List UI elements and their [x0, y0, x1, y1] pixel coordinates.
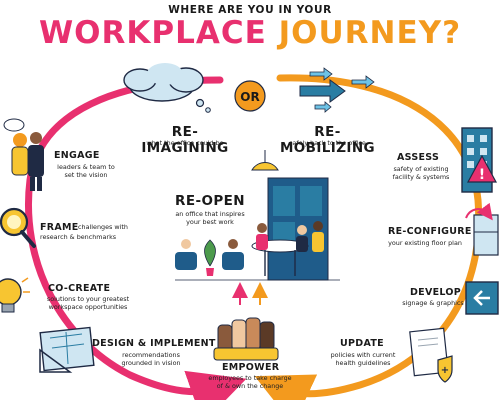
reopen-subtitle-line2: your best work — [186, 218, 234, 226]
warning-icon: ! — [466, 154, 498, 183]
svg-text:!: ! — [479, 167, 485, 183]
reimagining-subtitle: what the office could be — [146, 139, 224, 147]
lightbulb-icon — [0, 277, 30, 313]
magnifier-icon — [0, 207, 36, 248]
step-update-line2: health guidelines — [335, 359, 391, 367]
page-title: WORKPLACE JOURNEY? — [0, 15, 500, 51]
document-shield-icon: + — [409, 327, 453, 383]
svg-text:+: + — [441, 365, 449, 376]
step-cocreate-line2: workspace opportunities — [48, 303, 128, 311]
reimagining-title: RE-IMAGINING — [141, 124, 229, 156]
step-frame-title: FRAME — [40, 222, 79, 233]
step-design-title: DESIGN & IMPLEMENT — [92, 338, 216, 349]
reopen-title: RE-OPEN — [175, 193, 245, 209]
step-assess-line1: safety of existing — [393, 165, 449, 173]
remobilizing-title: RE-MOBILIZING — [279, 124, 376, 156]
right-loop-arc — [254, 74, 483, 400]
team-people-icon — [3, 118, 44, 191]
step-develop-title: DEVELOP — [410, 287, 462, 298]
title-part-workplace: WORKPLACE — [38, 15, 267, 51]
raised-fists-icon — [213, 317, 279, 361]
step-assess-title: ASSESS — [397, 152, 440, 163]
step-update-line1: policies with current — [330, 351, 396, 359]
step-frame-line2: research & benchmarks — [40, 233, 117, 241]
center-arrows-icon — [232, 282, 268, 305]
step-design-line2: grounded in vision — [121, 359, 181, 367]
step-reconfigure-title: RE-CONFIGURE — [388, 226, 472, 237]
blueprint-icon — [39, 326, 95, 373]
header-kicker: WHERE ARE YOU IN YOUR — [168, 4, 332, 16]
step-design-line1: recommendations — [122, 351, 180, 359]
step-update-title: UPDATE — [340, 338, 384, 349]
step-empower-line2: of & own the change — [216, 382, 284, 390]
reopen-subtitle-line1: an office that inspires — [175, 210, 245, 218]
title-part-journey: JOURNEY? — [278, 15, 462, 51]
step-engage-line2: set the vision — [64, 171, 108, 179]
step-reconfigure-line1: your existing floor plan — [388, 239, 462, 247]
thought-cloud-icon — [123, 63, 211, 113]
step-empower-title: EMPOWER — [222, 362, 280, 373]
step-empower-line1: employees to take charge — [208, 374, 292, 382]
step-assess-line2: facility & systems — [392, 173, 450, 181]
step-cocreate-line1: solutions to your greatest — [46, 295, 130, 303]
step-develop-line1: signage & graphics — [402, 299, 464, 307]
step-frame-line1: challenges with — [78, 223, 128, 231]
step-engage-line1: leaders & team to — [57, 163, 115, 171]
or-connector: OR — [240, 90, 260, 104]
step-engage-title: ENGAGE — [54, 150, 100, 161]
arrows-icon — [299, 67, 375, 113]
office-scene-icon — [175, 150, 340, 281]
remobilizing-subtitle: safely back to the office — [289, 139, 366, 147]
step-cocreate-title: CO-CREATE — [48, 283, 111, 294]
arrow-sign-icon — [465, 281, 499, 315]
floorplan-icon — [465, 202, 499, 256]
or-badge-bg — [234, 80, 266, 112]
